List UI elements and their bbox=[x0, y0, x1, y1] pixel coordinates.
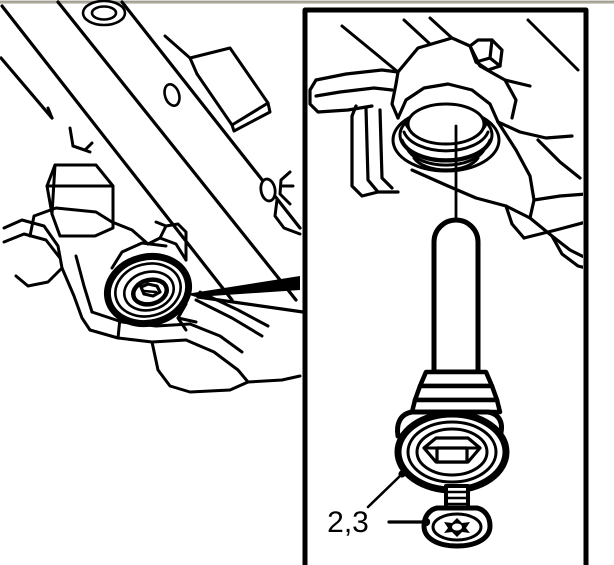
hex-socket-recess bbox=[422, 436, 482, 464]
left-bracket-ear bbox=[45, 163, 115, 238]
part-callout-label: 2,3 bbox=[327, 506, 369, 539]
long-socket-head-bolt bbox=[394, 217, 510, 494]
magnify-arrow bbox=[186, 276, 305, 314]
main-assembly-view bbox=[0, 0, 305, 394]
window-top-edge-strip bbox=[0, 0, 614, 4]
bracket-tab-lower bbox=[146, 220, 188, 262]
mount-bracket bbox=[2, 206, 302, 394]
torx-star bbox=[444, 518, 470, 537]
threaded-bore bbox=[391, 102, 501, 173]
edge-curl-detail bbox=[259, 170, 302, 236]
upper-flange-plate bbox=[163, 34, 272, 133]
detail-inset-view: 2,3 bbox=[302, 7, 589, 565]
hook-detail-upper bbox=[68, 126, 94, 154]
bracket-fragment-lower-right bbox=[176, 290, 270, 338]
grommet-top-left bbox=[81, 0, 127, 27]
leader-line-to-bolt bbox=[366, 470, 406, 509]
leader-line-to-screw bbox=[387, 517, 431, 527]
bolt-thread-section bbox=[409, 369, 503, 415]
access-hole-oval bbox=[163, 83, 181, 107]
bolt-head-in-place bbox=[103, 241, 193, 328]
housing-contours bbox=[308, 16, 583, 269]
